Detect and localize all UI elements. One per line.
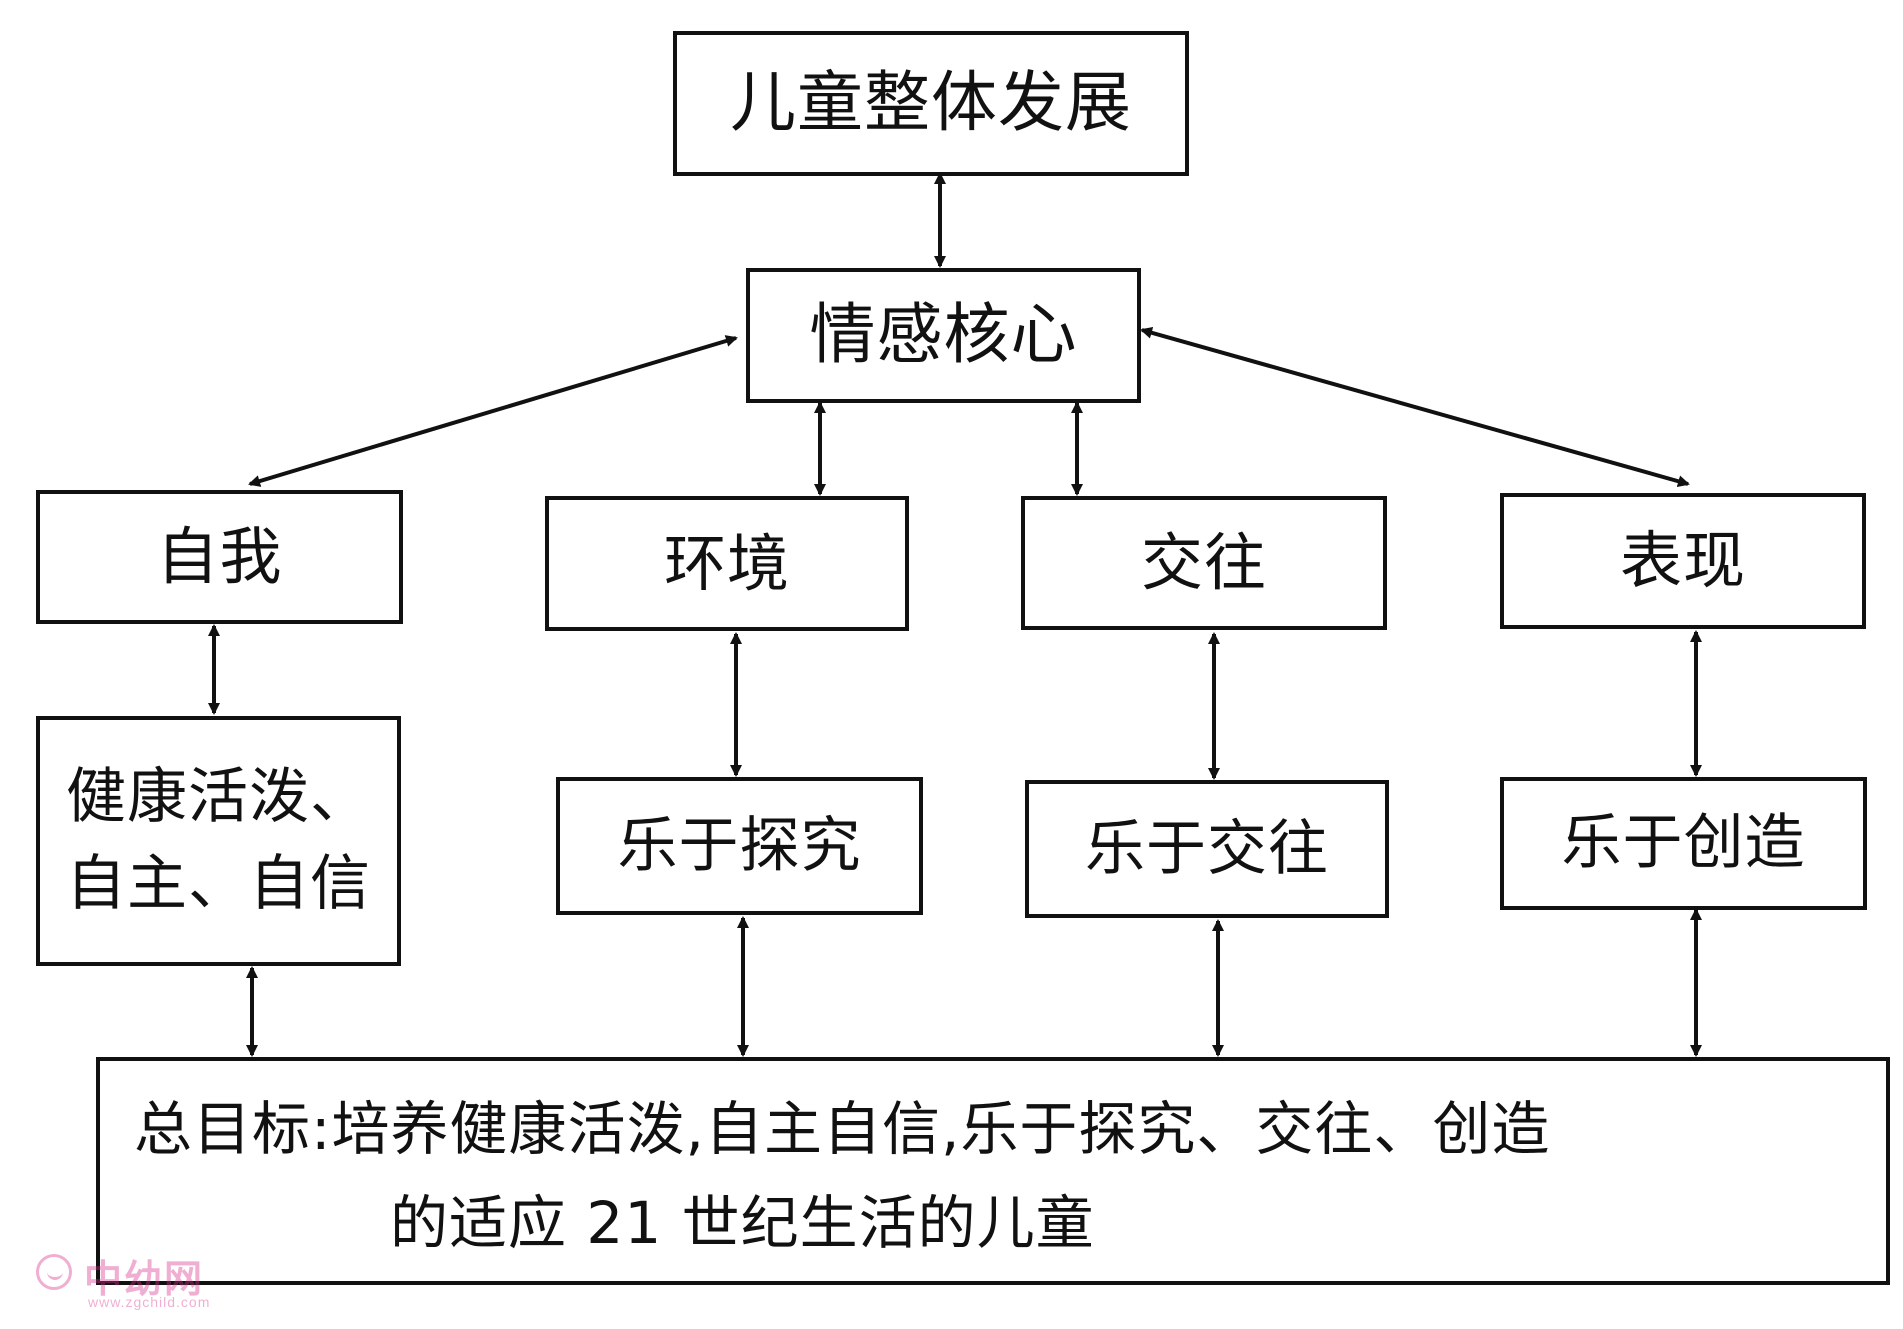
node-domain-self: 自我 (36, 490, 403, 624)
arrow-core-expression (1140, 326, 1690, 488)
node-outcome-environment: 乐于探究 (556, 777, 923, 915)
watermark-name: 中幼网 (84, 1257, 205, 1301)
node-outcome-self: 健康活泼、 自主、自信 (36, 716, 401, 966)
node-domain-environment: 环境 (545, 496, 909, 631)
watermark-url: www.zgchild.com (88, 1294, 211, 1310)
node-domain-environment-label: 环境 (663, 526, 790, 600)
node-outcome-expression: 乐于创造 (1500, 777, 1867, 910)
node-outcome-self-line1: 健康活泼、 (66, 762, 371, 832)
node-core-label: 情感核心 (809, 296, 1078, 374)
goal-line-2: 的适应 21 世纪生活的儿童 (390, 1189, 1095, 1257)
node-domain-communication: 交往 (1021, 496, 1387, 630)
watermark: 中幼网 www.zgchild.com (24, 1248, 254, 1318)
node-top-label: 儿童整体发展 (730, 64, 1132, 142)
node-outcome-communication-label: 乐于交往 (1085, 813, 1329, 884)
node-top: 儿童整体发展 (673, 31, 1189, 176)
node-outcome-expression-label: 乐于创造 (1561, 808, 1806, 878)
node-overall-goal: 总目标:培养健康活泼,自主自信,乐于探究、交往、创造 的适应 21 世纪生活的儿… (96, 1057, 1890, 1285)
node-domain-communication-label: 交往 (1140, 526, 1267, 600)
node-domain-expression-label: 表现 (1619, 524, 1746, 598)
node-domain-expression: 表现 (1500, 493, 1866, 629)
node-outcome-self-line2: 自主、自信 (66, 849, 371, 919)
smile-logo-icon (36, 1254, 72, 1290)
arrow-core-self (248, 335, 738, 487)
node-outcome-communication: 乐于交往 (1025, 780, 1389, 918)
node-domain-self-label: 自我 (156, 520, 283, 594)
node-core: 情感核心 (746, 268, 1141, 403)
goal-line-1: 总目标:培养健康活泼,自主自信,乐于探究、交往、创造 (134, 1095, 1551, 1163)
node-outcome-environment-label: 乐于探究 (617, 810, 862, 881)
